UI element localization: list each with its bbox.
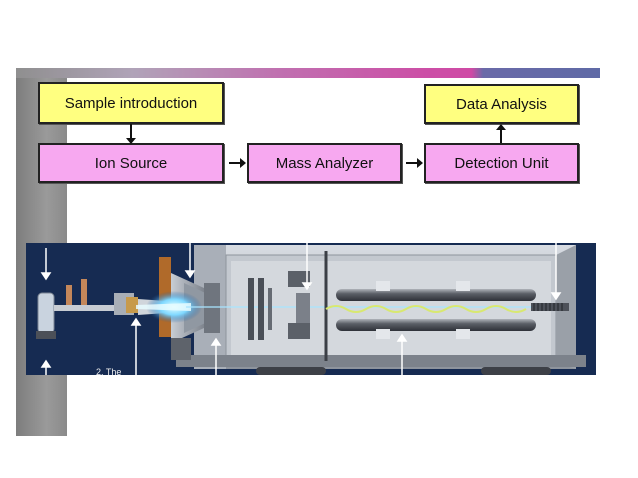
detection-unit-box: Detection Unit [424, 143, 579, 183]
mass-spectrometer-illustration: 2. The [26, 243, 596, 375]
inlet-tube [54, 305, 134, 311]
instrument-caption-fragment: 2. The [96, 367, 122, 375]
arrow-ion-source-to-mass-analyzer [229, 158, 246, 168]
arrow-detection-to-data-analysis [496, 124, 506, 143]
quadrupole-rod-bottom [336, 319, 536, 331]
mass-analyzer-label: Mass Analyzer [275, 154, 374, 172]
base-plate [176, 355, 586, 367]
arrow-sample-to-ion-source [126, 124, 136, 144]
ion-source-label: Ion Source [94, 154, 168, 172]
data-analysis-label: Data Analysis [456, 95, 547, 113]
mass-analyzer-box: Mass Analyzer [247, 143, 402, 183]
detection-unit-label: Detection Unit [454, 154, 549, 172]
sample-vial [37, 292, 55, 334]
ion-source-box: Ion Source [38, 143, 224, 183]
quadrupole-rod-top [336, 289, 536, 301]
sample-introduction-box: Sample introduction [38, 82, 224, 124]
slide-top-bar [16, 68, 600, 78]
arrow-mass-analyzer-to-detection-unit [406, 158, 423, 168]
sample-introduction-label: Sample introduction [64, 94, 198, 112]
data-analysis-box: Data Analysis [424, 84, 579, 124]
torch-coil [126, 297, 138, 313]
ion-trajectory [325, 305, 527, 313]
